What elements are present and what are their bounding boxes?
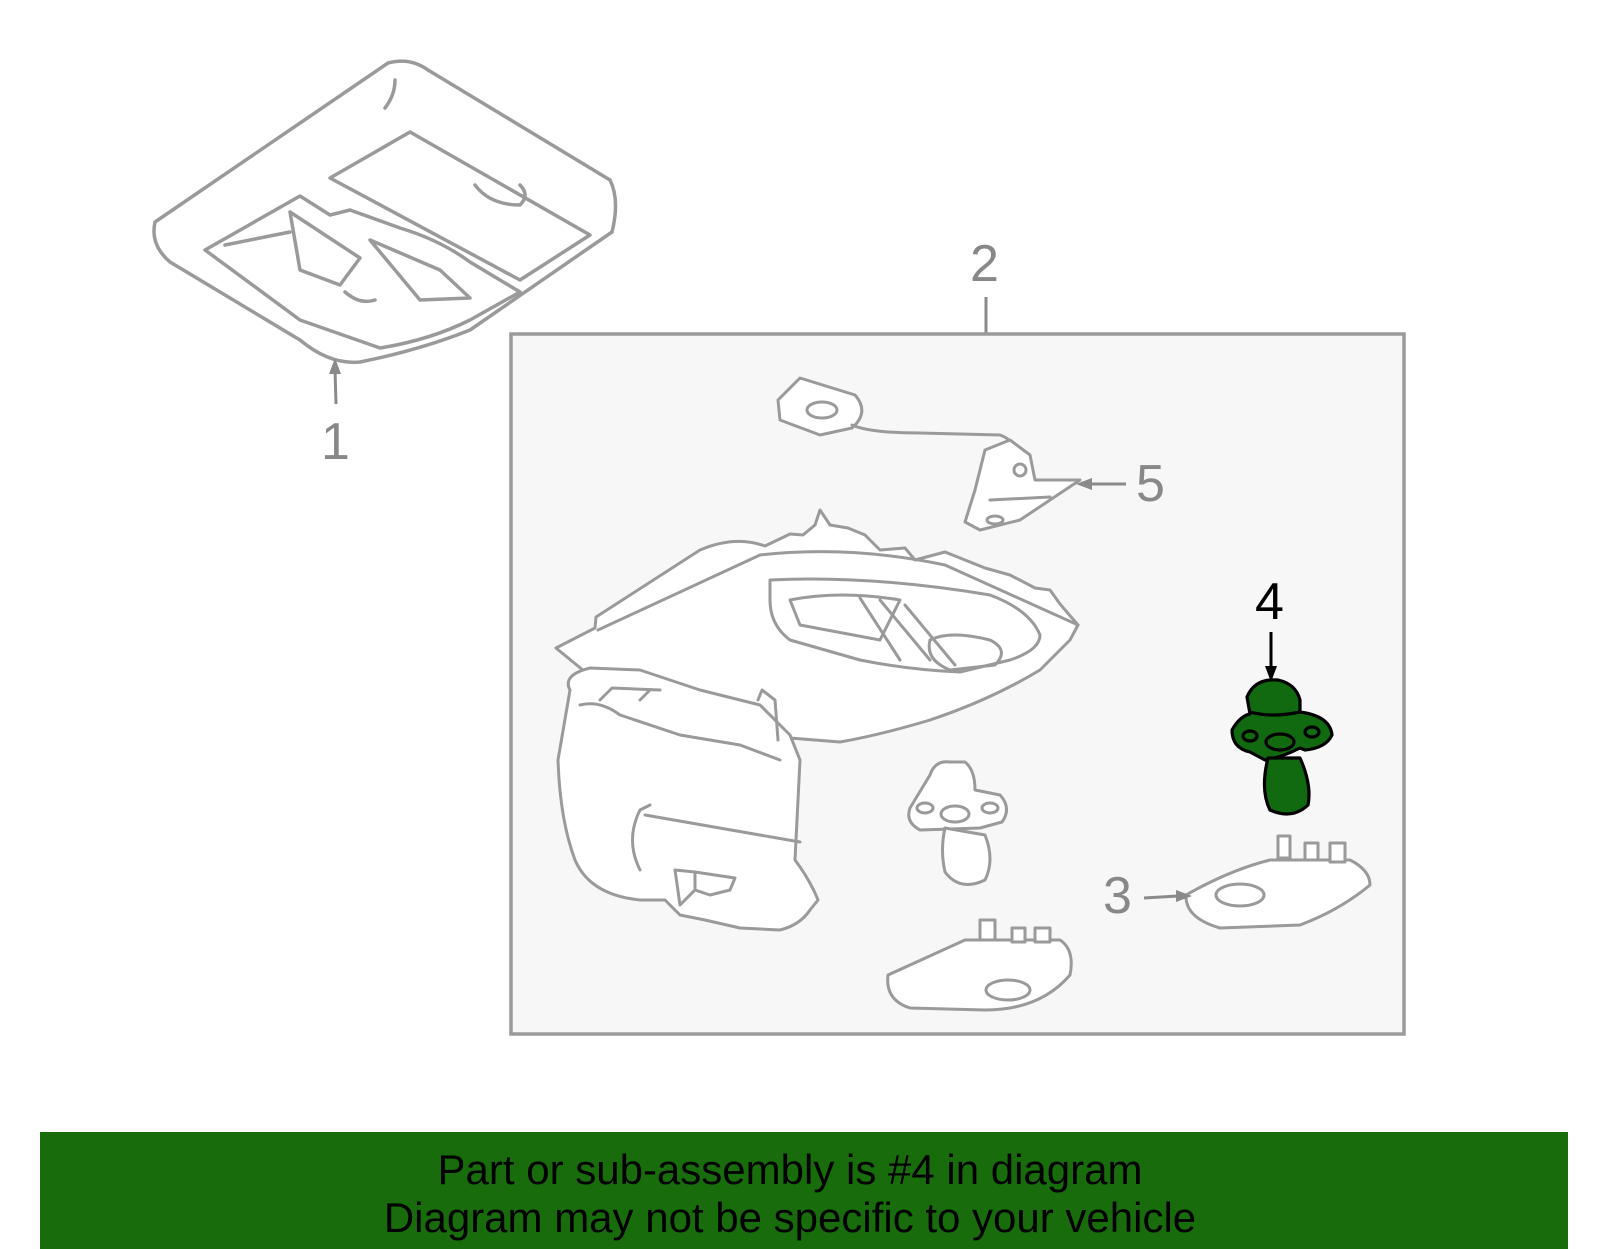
callout-3[interactable]: 3 [1103,867,1132,925]
bulb-socket-outline[interactable] [907,760,1008,886]
arrowhead-4 [1265,666,1277,682]
callout-5[interactable]: 5 [1136,455,1165,513]
banner-line-2: Diagram may not be specific to your vehi… [383,1194,1197,1241]
leader-line-1 [333,369,338,405]
banner-line-1: Part or sub-assembly is #4 in diagram [437,1146,1143,1193]
callout-4[interactable]: 4 [1255,573,1284,631]
part-4-bulb-socket[interactable] [1230,678,1334,816]
info-banner: Part or sub-assembly is #4 in diagram Di… [40,1132,1568,1249]
lens-inside-box[interactable] [886,918,1073,1012]
part-3-lens[interactable] [1184,834,1372,930]
arrowhead-5 [1076,478,1092,490]
arrowhead-1 [329,358,341,374]
callout-2[interactable]: 2 [970,235,999,293]
part-1-console-housing[interactable] [152,59,618,365]
part-5-wire-bracket[interactable] [776,376,1082,532]
leader-line-3 [1143,894,1179,900]
part-2-overhead-console[interactable] [554,508,1080,932]
callout-1[interactable]: 1 [321,413,350,471]
arrowhead-3 [1176,890,1192,902]
